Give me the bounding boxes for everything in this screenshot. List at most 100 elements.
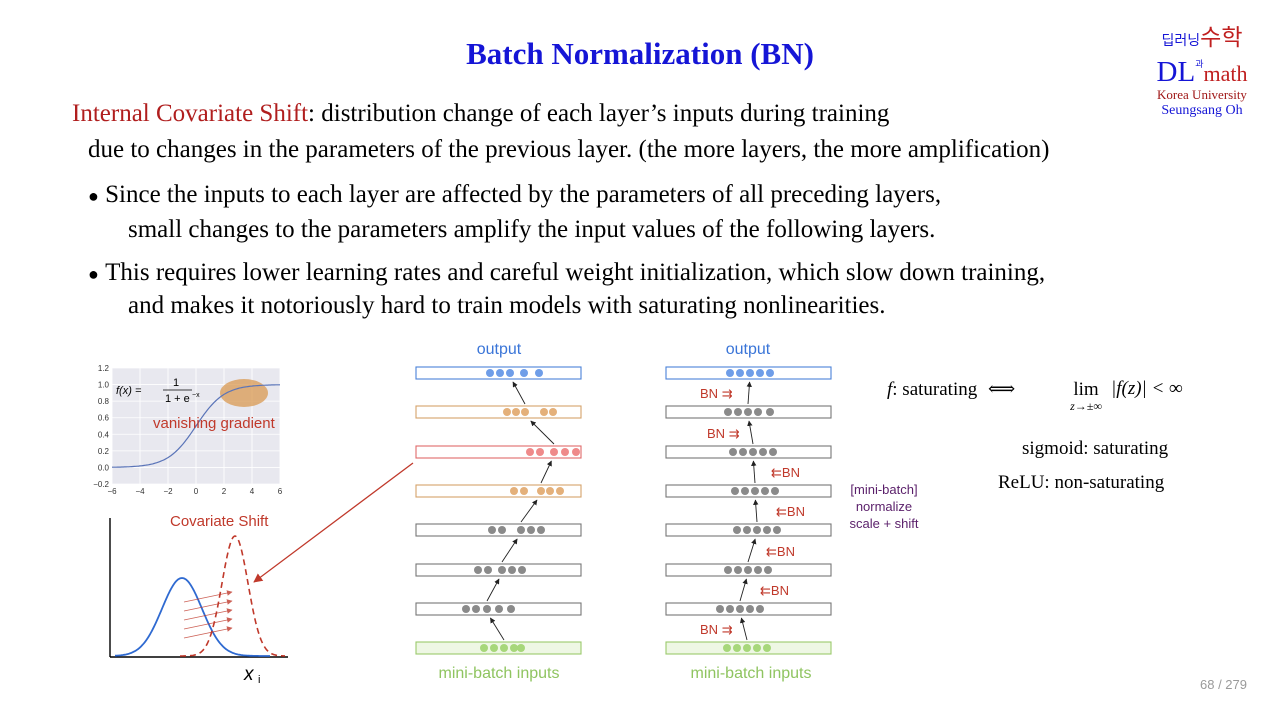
flow-arrow bbox=[747, 420, 754, 445]
neuron bbox=[498, 526, 506, 534]
logo-korean-row: 딥러닝수학 bbox=[1146, 18, 1258, 52]
math-f: f bbox=[887, 379, 893, 400]
right-inputs-label: mini-batch inputs bbox=[691, 665, 812, 682]
x-tick-label: 6 bbox=[278, 487, 283, 496]
intro-line-1: Internal Covariate Shift: distribution c… bbox=[72, 100, 889, 128]
neuron bbox=[488, 526, 496, 534]
bullet-2: ● This requires lower learning rates and… bbox=[88, 259, 1045, 287]
neuron bbox=[729, 448, 737, 456]
shift-arrow bbox=[183, 626, 233, 639]
flow-arrow bbox=[540, 460, 552, 484]
page-number: 68 / 279 bbox=[1200, 677, 1247, 692]
neuron bbox=[518, 566, 526, 574]
bullet-2-line-1: This requires lower learning rates and c… bbox=[105, 259, 1046, 286]
neuron bbox=[746, 369, 754, 377]
neuron bbox=[517, 644, 525, 652]
right-output-label: output bbox=[726, 341, 771, 358]
network-with-bn: output mini-batch inputs [mini-batch] no… bbox=[665, 341, 919, 682]
intro-definition: : distribution change of each layer’s in… bbox=[308, 100, 890, 127]
logo-text-dl: DL bbox=[1156, 56, 1196, 88]
covariate-shift-plot: Covariate Shift x i bbox=[109, 462, 414, 686]
bullet-1: ● Since the inputs to each layer are aff… bbox=[88, 181, 941, 209]
x-tick-label: 2 bbox=[222, 487, 227, 496]
layer-box bbox=[665, 445, 832, 459]
sigmoid-formula-lhs: f(x) = bbox=[116, 385, 142, 397]
x-tick-label: −4 bbox=[135, 487, 145, 496]
neuron bbox=[756, 605, 764, 613]
intro-term: Internal Covariate Shift bbox=[72, 100, 309, 127]
bn-label: BN ⇉ bbox=[707, 426, 740, 441]
neuron bbox=[743, 644, 751, 652]
neuron bbox=[733, 644, 741, 652]
shift-x-label: x bbox=[243, 664, 255, 685]
sigmoid-note: sigmoid: saturating bbox=[1022, 438, 1169, 459]
neuron bbox=[724, 408, 732, 416]
neuron bbox=[751, 487, 759, 495]
dlmath-logo: 딥러닝수학 DL과math Korea University Seungsang… bbox=[1146, 18, 1258, 119]
neuron bbox=[764, 566, 772, 574]
neuron bbox=[746, 605, 754, 613]
shift-x-subscript: i bbox=[258, 674, 260, 686]
neuron bbox=[490, 644, 498, 652]
layer-box bbox=[415, 405, 582, 419]
neuron bbox=[761, 487, 769, 495]
bullet-2-line-2: and makes it notoriously hard to train m… bbox=[128, 292, 886, 319]
bn-note-line-3: scale + shift bbox=[849, 516, 918, 531]
saturating-definition: f: saturating ⟺ bbox=[887, 378, 1021, 401]
neuron bbox=[520, 369, 528, 377]
neuron bbox=[474, 566, 482, 574]
neuron bbox=[726, 369, 734, 377]
neuron bbox=[561, 448, 569, 456]
sigmoid-y-ticks: 1.21.00.80.60.40.20.0−0.2 bbox=[93, 364, 109, 489]
shift-arrow bbox=[183, 617, 233, 630]
flow-arrow bbox=[512, 381, 526, 405]
bn-label: ⇇BN bbox=[776, 504, 805, 519]
x-tick-label: −2 bbox=[163, 487, 173, 496]
sigmoid-curve bbox=[112, 384, 280, 468]
neuron bbox=[756, 369, 764, 377]
neuron bbox=[749, 448, 757, 456]
bn-label: BN ⇉ bbox=[700, 386, 733, 401]
neuron bbox=[724, 566, 732, 574]
neuron bbox=[549, 408, 557, 416]
logo-text-small: 과 bbox=[1195, 60, 1204, 70]
neuron bbox=[495, 605, 503, 613]
neuron bbox=[734, 408, 742, 416]
saturating-label: : saturating bbox=[892, 379, 978, 400]
neuron bbox=[759, 448, 767, 456]
flow-arrow bbox=[520, 499, 538, 523]
bullet-1-line-1: Since the inputs to each layer are affec… bbox=[105, 181, 942, 208]
neuron bbox=[472, 605, 480, 613]
neuron bbox=[462, 605, 470, 613]
y-tick-label: 1.2 bbox=[98, 364, 110, 373]
bn-note-line-2: normalize bbox=[856, 499, 912, 514]
neuron bbox=[527, 526, 535, 534]
shift-arrows bbox=[183, 590, 233, 639]
neuron bbox=[733, 526, 741, 534]
bullet-1-line-2: small changes to the parameters amplify … bbox=[128, 216, 936, 243]
neuron bbox=[734, 566, 742, 574]
neuron bbox=[500, 644, 508, 652]
neuron bbox=[526, 448, 534, 456]
neuron bbox=[550, 448, 558, 456]
logo-dl-row: DL과math bbox=[1146, 52, 1258, 87]
iff-symbol: ⟺ bbox=[987, 379, 1016, 400]
vanishing-gradient-label: vanishing gradient bbox=[153, 415, 276, 432]
neuron bbox=[741, 487, 749, 495]
flow-arrow bbox=[753, 499, 759, 523]
layer-box bbox=[415, 641, 582, 655]
logo-text-math: math bbox=[1203, 61, 1248, 86]
neuron bbox=[763, 526, 771, 534]
flow-arrow bbox=[739, 578, 748, 602]
bn-label: ⇇BN bbox=[771, 465, 800, 480]
y-tick-label: 0.2 bbox=[98, 447, 110, 456]
sigmoid-formula-exponent: −x bbox=[192, 392, 200, 399]
flow-arrow bbox=[530, 420, 555, 445]
flow-arrow bbox=[747, 538, 757, 563]
y-tick-label: 1.0 bbox=[98, 381, 110, 390]
y-tick-label: 0.4 bbox=[98, 430, 110, 439]
relu-note: ReLU: non-saturating bbox=[998, 472, 1165, 493]
lim-subscript: z→±∞ bbox=[1070, 399, 1102, 413]
flow-arrow bbox=[486, 578, 500, 602]
